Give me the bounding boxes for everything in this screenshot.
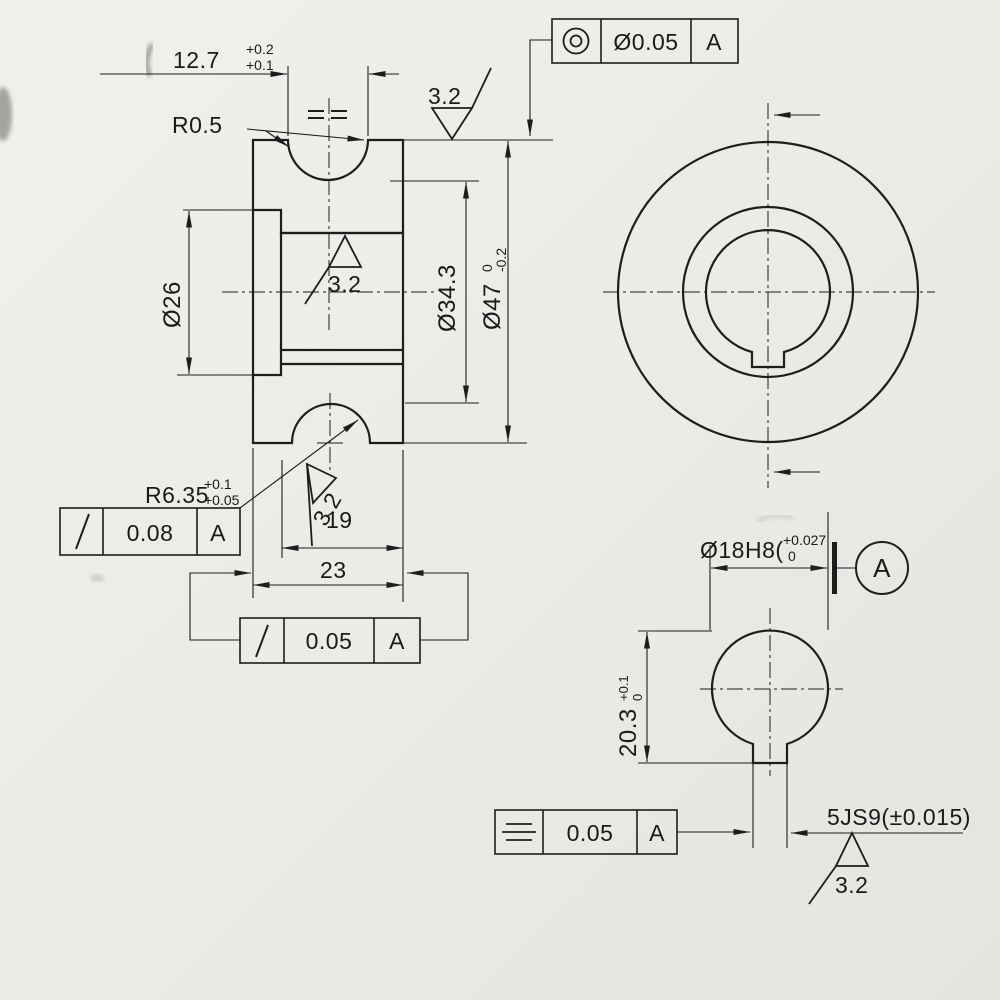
fcf-tolerance: Ø0.05 <box>613 29 678 55</box>
roughness-value: 3.2 <box>835 872 868 898</box>
section-upper-half <box>251 138 405 235</box>
dim-text: Ø34.3 <box>434 264 461 332</box>
fcf-concentricity: Ø0.05 A <box>527 18 739 136</box>
datum-label: A <box>873 553 891 583</box>
datum-feature-a: A <box>832 541 909 595</box>
fcf-frame <box>551 18 739 64</box>
dim-text: 20.3 <box>615 708 642 757</box>
keyway-detail-view <box>700 608 843 848</box>
circular-runout-icon <box>75 513 90 550</box>
concentricity-icon <box>562 27 590 55</box>
dim-text: R6.35 <box>145 482 209 508</box>
fcf-tolerance: 0.05 <box>306 628 353 654</box>
symmetry-marks-icon <box>308 110 347 119</box>
symmetry-icon <box>502 823 536 841</box>
fcf-datum: A <box>210 520 226 546</box>
front-view <box>603 103 935 488</box>
datum-circle <box>855 541 909 595</box>
scan-speck <box>90 574 104 582</box>
tolerance-upper: 0 <box>479 264 495 272</box>
dim-text: 23 <box>320 557 347 583</box>
dim-text: Ø26 <box>159 281 186 328</box>
fcf-datum: A <box>706 29 722 55</box>
tolerance-lower: -0.2 <box>493 248 509 272</box>
dim-groove-radius: R6.35 +0.1 +0.05 <box>145 419 359 509</box>
dim-text: 19 <box>326 507 353 533</box>
dim-text: Ø18H8( <box>700 537 784 563</box>
roughness-value: 3.2 <box>328 271 361 297</box>
fcf-runout-face: 0.05 A <box>189 570 469 664</box>
datum-bar <box>832 542 837 594</box>
circular-runout-icon <box>255 624 269 658</box>
dim-outer-diameter: Ø47 0 -0.2 <box>403 139 553 444</box>
dim-text: 5JS9(±0.015) <box>827 804 971 830</box>
scan-smudge <box>0 87 12 141</box>
surface-roughness-top: 3.2 <box>428 67 492 141</box>
dim-recess-diameter: Ø26 <box>159 209 278 376</box>
roughness-icon <box>327 234 363 268</box>
fcf-symmetry: 0.05 A <box>494 809 750 855</box>
dim-keyway-width: 5JS9(±0.015) <box>791 804 971 836</box>
tolerance-upper: +0.027 <box>783 532 826 548</box>
scan-speck <box>756 514 794 523</box>
dim-keyway-depth: 20.3 +0.1 0 <box>615 630 758 764</box>
dim-groove-width: 12.7 +0.2 +0.1 <box>100 41 399 136</box>
tolerance-lower: +0.05 <box>204 492 240 508</box>
tolerance-lower: 0 <box>788 548 796 564</box>
dim-text: Ø47 <box>479 283 506 330</box>
tolerance-upper: +0.1 <box>616 675 631 701</box>
dim-text: 12.7 <box>173 47 220 73</box>
tolerance-lower: +0.1 <box>246 57 274 73</box>
roughness-icon <box>834 830 870 867</box>
roughness-value: 3.2 <box>428 83 461 109</box>
tolerance-upper: +0.1 <box>204 476 232 492</box>
dim-text: R0.5 <box>172 112 223 138</box>
surface-roughness-keyway: 3.2 <box>808 830 870 905</box>
surface-roughness-bore: 3.2 <box>304 234 363 305</box>
bore-with-keyway <box>704 229 832 369</box>
fcf-runout-groove: 0.08 A <box>59 507 241 556</box>
roughness-icon <box>430 107 474 141</box>
roughness-icon <box>305 462 338 505</box>
tolerance-lower: 0 <box>630 694 645 701</box>
dim-hub-width: 19 <box>281 450 404 602</box>
bore-detail-with-keyway <box>710 629 830 765</box>
fcf-datum: A <box>649 820 665 846</box>
dim-groove-root-diameter: Ø34.3 <box>390 180 479 404</box>
fcf-tolerance: 0.05 <box>567 820 614 846</box>
dim-overall-width: 23 <box>252 448 403 598</box>
section-lower-half <box>251 362 405 445</box>
dim-bore-diameter: Ø18H8( +0.027 0 <box>700 512 829 630</box>
dim-corner-radius: R0.5 <box>172 112 365 148</box>
tolerance-upper: +0.2 <box>246 41 274 57</box>
fcf-datum: A <box>389 628 405 654</box>
fcf-frame <box>59 507 241 556</box>
fcf-tolerance: 0.08 <box>127 520 174 546</box>
